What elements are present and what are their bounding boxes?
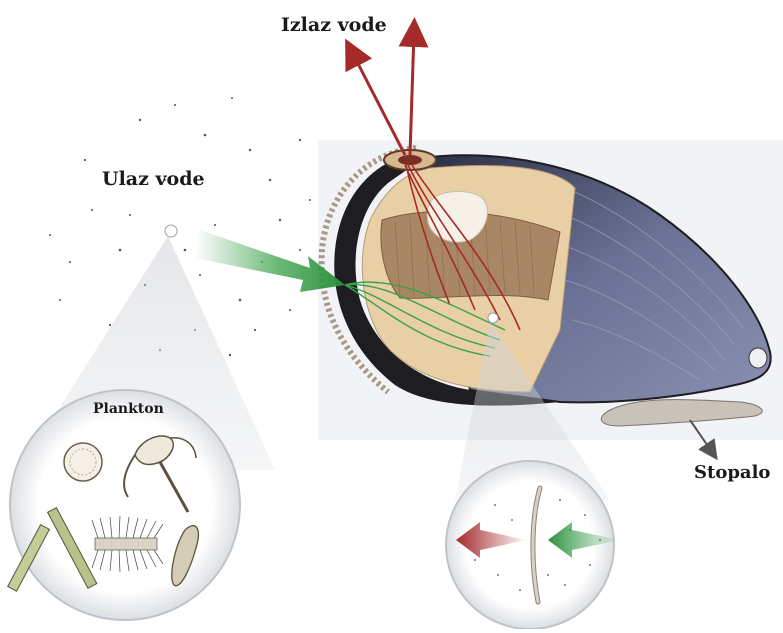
plankton-lens <box>8 390 240 620</box>
label-plankton: Plankton <box>93 401 164 417</box>
outflow-arrow-right-icon <box>410 32 414 155</box>
gill-sample-circle <box>488 313 498 323</box>
outflow-arrow-left-icon <box>352 52 405 155</box>
label-foot: Stopalo <box>694 462 770 483</box>
sample-point-circle <box>165 225 177 237</box>
label-water-inlet: Ulaz vode <box>102 168 205 190</box>
label-water-outlet: Izlaz vode <box>281 14 387 36</box>
